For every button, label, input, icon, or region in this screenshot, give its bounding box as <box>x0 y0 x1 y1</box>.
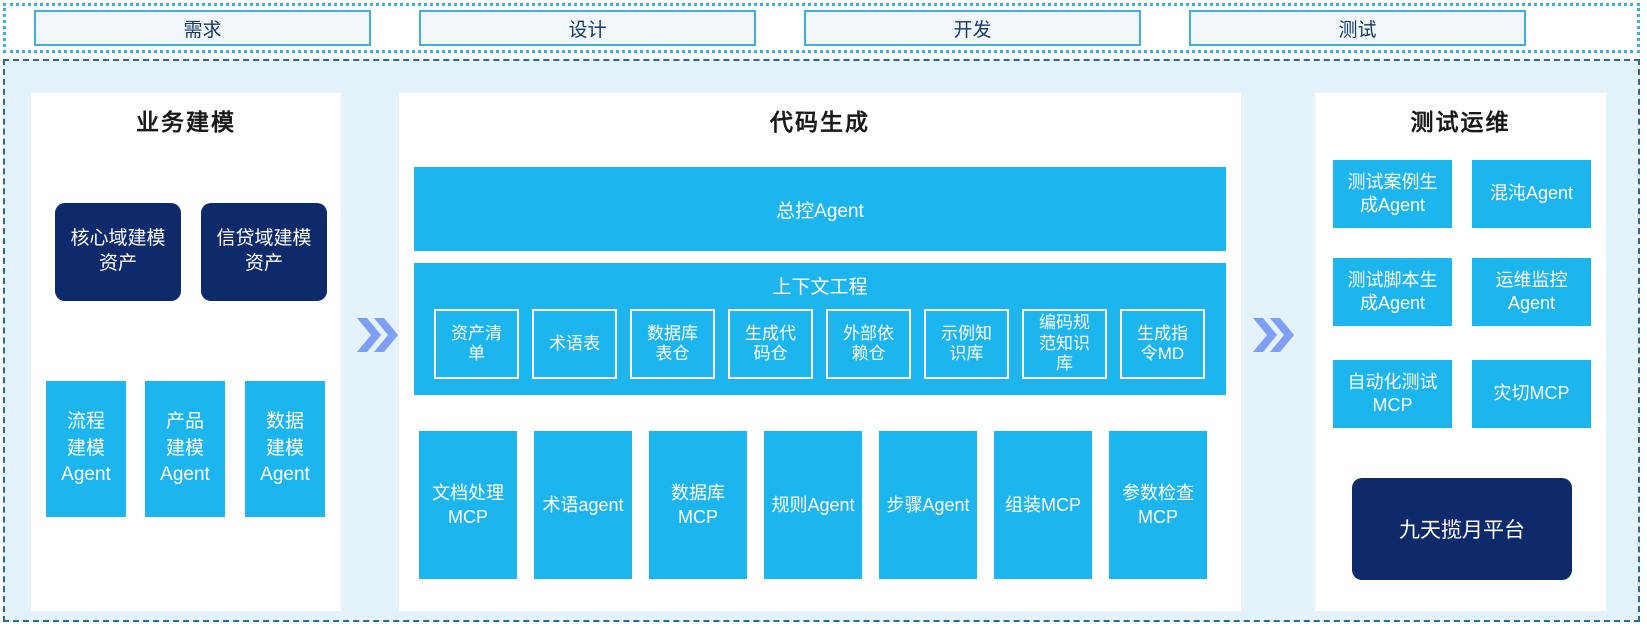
stage-label: 开发 <box>953 19 992 41</box>
coding-standard-kb-box: 编码规 范知识 库 <box>1022 309 1107 379</box>
panel-title: 代码生成 <box>770 109 870 135</box>
panel-test-ops: 测试运维 测试案例生 成Agent 混沌Agent 测试脚本生 成Agent 运… <box>1315 93 1606 611</box>
step-agent-box: 步骤Agent <box>879 431 977 579</box>
product-modeling-agent-box: 产品 建模 Agent <box>145 381 225 517</box>
example-kb-box: 示例知 识库 <box>924 309 1009 379</box>
stage-testing: 测试 <box>1189 10 1526 46</box>
ops-monitor-agent-box: 运维监控 Agent <box>1472 258 1591 326</box>
jiutian-lanyue-platform-box: 九天揽月平台 <box>1352 478 1572 580</box>
credit-domain-asset-box: 信贷域建模 资产 <box>201 203 327 301</box>
disaster-switch-mcp-box: 灾切MCP <box>1472 360 1591 428</box>
assembly-mcp-box: 组装MCP <box>994 431 1092 579</box>
context-engineering-title: 上下文工程 <box>772 277 868 298</box>
auto-test-mcp-box: 自动化测试 MCP <box>1333 360 1452 428</box>
gen-instruction-md-box: 生成指 令MD <box>1120 309 1205 379</box>
panel-business-modeling: 业务建模 核心域建模 资产 信贷域建模 资产 流程 建模 Agent 产品 建模… <box>31 93 341 611</box>
stage-design: 设计 <box>419 10 756 46</box>
stage-requirements: 需求 <box>34 10 371 46</box>
doc-processing-mcp-box: 文档处理 MCP <box>419 431 517 579</box>
param-check-mcp-box: 参数检查 MCP <box>1109 431 1207 579</box>
panel-title: 测试运维 <box>1410 109 1511 135</box>
stage-label: 测试 <box>1338 19 1377 41</box>
asset-list-box: 资产清 单 <box>434 309 519 379</box>
core-domain-asset-box: 核心域建模 资产 <box>55 203 181 301</box>
pipeline-container: 业务建模 核心域建模 资产 信贷域建模 资产 流程 建模 Agent 产品 建模… <box>3 59 1640 622</box>
process-modeling-agent-box: 流程 建模 Agent <box>46 381 126 517</box>
panel-title: 业务建模 <box>136 109 236 135</box>
master-agent-bar: 总控Agent <box>414 167 1226 251</box>
stage-development: 开发 <box>804 10 1141 46</box>
stage-label: 需求 <box>183 19 222 41</box>
panel-code-generation: 代码生成 总控Agent 上下文工程 资产清 单 术语表 数据库 表仓 生成代 … <box>399 93 1241 611</box>
test-script-gen-agent-box: 测试脚本生 成Agent <box>1333 258 1452 326</box>
db-table-repo-box: 数据库 表仓 <box>630 309 715 379</box>
gen-code-repo-box: 生成代 码仓 <box>728 309 813 379</box>
context-engineering-band: 上下文工程 资产清 单 术语表 数据库 表仓 生成代 码仓 外部依 赖仓 示例知… <box>414 263 1226 395</box>
data-modeling-agent-box: 数据 建模 Agent <box>245 381 325 517</box>
flow-chevron-icon <box>1253 318 1294 352</box>
lifecycle-band: 需求 设计 开发 测试 <box>3 3 1640 53</box>
database-mcp-box: 数据库 MCP <box>649 431 747 579</box>
flow-chevron-icon <box>357 318 398 352</box>
rule-agent-box: 规则Agent <box>764 431 862 579</box>
glossary-agent-box: 术语agent <box>534 431 632 579</box>
glossary-box: 术语表 <box>532 309 617 379</box>
chaos-agent-box: 混沌Agent <box>1472 160 1591 228</box>
external-dep-repo-box: 外部依 赖仓 <box>826 309 911 379</box>
stage-label: 设计 <box>568 19 607 41</box>
test-case-gen-agent-box: 测试案例生 成Agent <box>1333 160 1452 228</box>
